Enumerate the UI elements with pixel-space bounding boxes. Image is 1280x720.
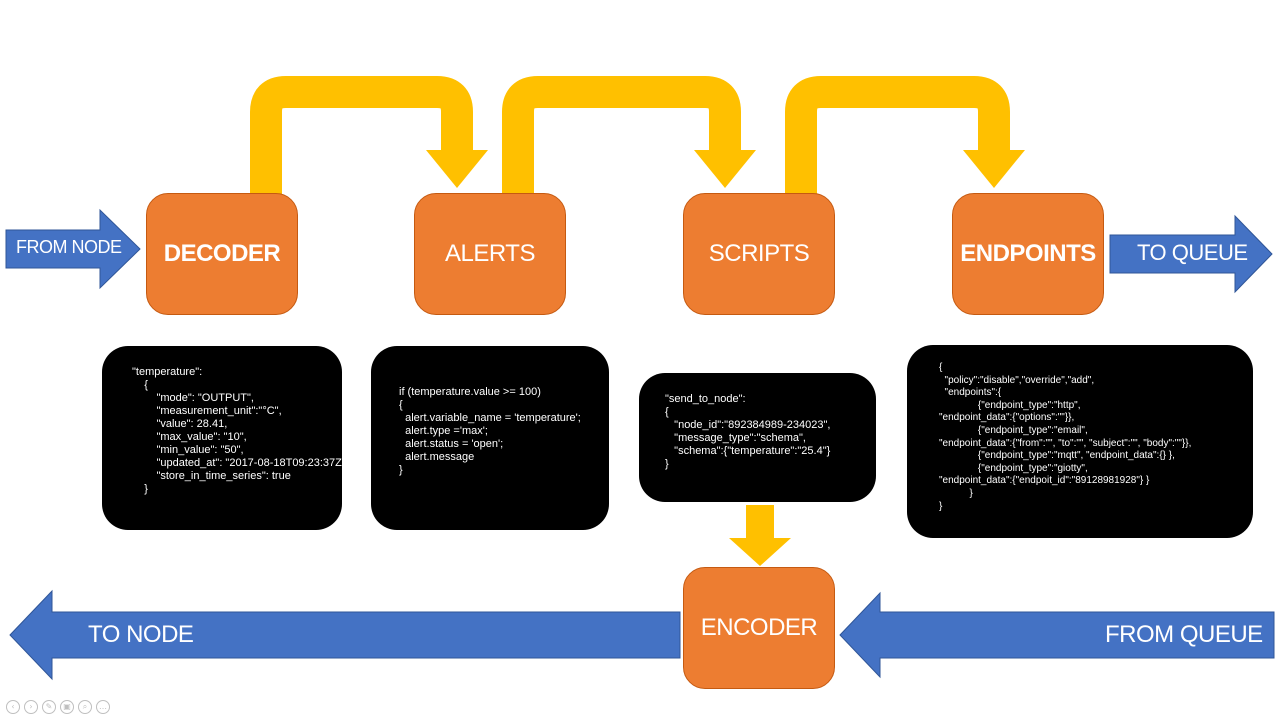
scripts-code-panel: "send_to_node": { "node_id":"892384989-2… — [639, 373, 876, 502]
from-queue-label: FROM QUEUE — [1105, 621, 1263, 648]
u-arrow-scripts-endpoints — [785, 76, 1025, 194]
decoder-code-panel: "temperature": { "mode": "OUTPUT", "meas… — [102, 346, 342, 530]
to-node-label: TO NODE — [88, 621, 194, 648]
encoder-box: ENCODER — [683, 567, 835, 689]
slides-icon[interactable]: ▣ — [60, 700, 74, 714]
presentation-toolbar: ‹ › ✎ ▣ ⌕ … — [6, 700, 110, 714]
arrow-from-queue — [839, 591, 1275, 679]
scripts-box: SCRIPTS — [683, 193, 835, 315]
prev-icon[interactable]: ‹ — [6, 700, 20, 714]
u-arrow-decoder-alerts — [250, 76, 488, 194]
down-arrow-to-encoder — [729, 505, 791, 566]
from-node-label: FROM NODE — [16, 237, 122, 257]
decoder-box: DECODER — [146, 193, 298, 315]
zoom-icon[interactable]: ⌕ — [78, 700, 92, 714]
endpoints-code-panel: { "policy":"disable","override","add", "… — [907, 345, 1253, 538]
next-icon[interactable]: › — [24, 700, 38, 714]
alerts-code-panel: if (temperature.value >= 100) { alert.va… — [371, 346, 609, 530]
alerts-box: ALERTS — [414, 193, 566, 315]
pen-icon[interactable]: ✎ — [42, 700, 56, 714]
arrow-from-node — [5, 208, 141, 290]
u-arrow-alerts-scripts — [502, 76, 756, 194]
arrow-to-node — [9, 589, 681, 681]
more-icon[interactable]: … — [96, 700, 110, 714]
arrow-to-queue — [1109, 214, 1273, 294]
to-queue-label: TO QUEUE — [1137, 240, 1248, 265]
endpoints-box: ENDPOINTS — [952, 193, 1104, 315]
